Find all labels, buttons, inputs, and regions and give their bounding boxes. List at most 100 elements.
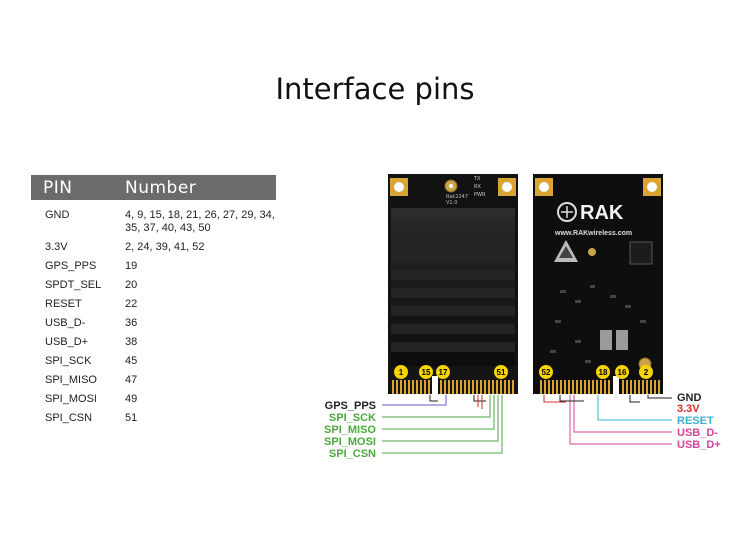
wire-gnd-front-b xyxy=(473,395,486,402)
back-logo-text: RAK xyxy=(580,202,624,224)
wire-33v xyxy=(543,395,566,403)
pin-name: SPDT_SEL xyxy=(45,279,102,291)
front-edge-connector xyxy=(392,380,514,394)
pin-numbers: 4, 9, 15, 18, 21, 26, 27, 29, 34, 35, 37… xyxy=(125,209,275,234)
table-row: SPI_MISO 47 xyxy=(31,374,276,387)
pin-numbers: 19 xyxy=(125,260,138,272)
pin-table-header: PIN Number xyxy=(31,175,276,200)
pin-name: SPI_SCK xyxy=(45,355,92,367)
pin-marker-16: 16 xyxy=(618,368,627,377)
rak-logo-mark xyxy=(561,206,573,218)
back-pcb xyxy=(533,174,663,394)
pin-name: GPS_PPS xyxy=(45,260,97,272)
right-signal-labels: GND 3.3V RESET USB_D- USB_D+ xyxy=(677,392,721,451)
label-gnd: GND xyxy=(677,392,702,404)
wire-gnd-back-a xyxy=(559,395,584,402)
back-label-block xyxy=(629,241,653,265)
pin-numbers: 47 xyxy=(125,374,138,386)
back-mount-hole-left-inner xyxy=(539,182,549,192)
wire-reset xyxy=(597,395,672,421)
pin-marker-1: 1 xyxy=(399,368,404,377)
pin-numbers: 36 xyxy=(125,317,138,329)
label-spi-miso: SPI_MISO xyxy=(324,424,376,436)
table-row: SPI_SCK 45 xyxy=(31,355,276,368)
label-reset: RESET xyxy=(677,415,714,427)
back-mount-hole-right-inner xyxy=(647,182,657,192)
warning-triangle-inner xyxy=(559,246,573,258)
left-wires xyxy=(382,395,503,454)
front-mount-hole-right-inner xyxy=(502,182,512,192)
heatsink xyxy=(391,208,515,366)
crystal-component xyxy=(600,330,612,350)
pin-marker-17: 17 xyxy=(439,368,448,377)
smd-components xyxy=(550,285,646,363)
left-signal-labels: GPS_PPS SPI_SCK SPI_MISO SPI_MOSI SPI_CS… xyxy=(324,400,376,460)
back-test-pad xyxy=(588,248,596,256)
pin-numbers: 2, 24, 39, 41, 52 xyxy=(125,241,205,253)
pin-name: SPI_MOSI xyxy=(45,393,97,405)
table-row: SPDT_SEL 20 xyxy=(31,279,276,292)
pin-numbers: 20 xyxy=(125,279,138,291)
pin-table: PIN Number GND 4, 9, 15, 18, 21, 26, 27,… xyxy=(31,175,276,425)
module-back: RAK www.RAKwireless.com xyxy=(533,174,663,396)
led-label-rx: RX xyxy=(474,184,481,190)
back-notch xyxy=(613,376,619,396)
rak-logo-icon xyxy=(557,202,577,222)
wire-spi-csn xyxy=(382,395,503,454)
pin-numbers: 51 xyxy=(125,412,138,424)
pin-numbers: 45 xyxy=(125,355,138,367)
pin-name: 3.3V xyxy=(45,241,68,253)
header-number: Number xyxy=(125,177,197,198)
wire-usb-dp xyxy=(569,395,672,445)
page-title: Interface pins xyxy=(275,72,475,106)
pin-name: USB_D- xyxy=(45,317,86,329)
right-wires xyxy=(543,395,672,445)
chip-label: Rak2247 xyxy=(446,194,468,200)
pin-marker-15: 15 xyxy=(422,368,431,377)
pin-marker-18: 18 xyxy=(599,368,608,377)
pin-marker-52: 52 xyxy=(542,368,551,377)
label-usb-dp: USB_D+ xyxy=(677,439,721,451)
version-label: V1.0 xyxy=(446,200,457,206)
table-row: SPI_CSN 51 xyxy=(31,412,276,425)
back-edge-connector xyxy=(540,380,660,394)
pin-marker-51: 51 xyxy=(497,368,506,377)
label-33v: 3.3V xyxy=(677,403,700,415)
module-front: TX RX PWR Rak2247 V1.0 xyxy=(388,174,518,396)
table-row: USB_D+ 38 xyxy=(31,336,276,349)
wire-usb-dm xyxy=(573,395,672,433)
table-row: 3.3V 2, 24, 39, 41, 52 xyxy=(31,241,276,254)
label-spi-sck: SPI_SCK xyxy=(329,412,376,424)
label-spi-csn: SPI_CSN xyxy=(329,448,376,460)
table-row: RESET 22 xyxy=(31,298,276,311)
pin-name: USB_D+ xyxy=(45,336,89,348)
pin-numbers: 38 xyxy=(125,336,138,348)
pin-marker-2: 2 xyxy=(644,368,649,377)
wire-gps-pps xyxy=(382,395,447,406)
header-pin: PIN xyxy=(43,177,73,198)
wire-gnd xyxy=(647,395,672,399)
led-label-pwr: PWR xyxy=(474,192,486,198)
table-row: GPS_PPS 19 xyxy=(31,260,276,273)
table-row: SPI_MOSI 49 xyxy=(31,393,276,406)
pin-name: SPI_MISO xyxy=(45,374,97,386)
table-row: GND 4, 9, 15, 18, 21, 26, 27, 29, 34, 35… xyxy=(31,209,276,235)
front-notch xyxy=(432,376,438,396)
back-url-text: www.RAKwireless.com xyxy=(554,230,632,237)
label-gps-pps: GPS_PPS xyxy=(325,400,376,412)
wire-spi-sck xyxy=(382,395,491,418)
wire-spi-miso xyxy=(382,395,495,430)
front-mount-hole-left-inner xyxy=(394,182,404,192)
pin-name: GND xyxy=(45,209,70,221)
led-label-tx: TX xyxy=(473,176,481,182)
pin-numbers: 22 xyxy=(125,298,138,310)
table-row: USB_D- 36 xyxy=(31,317,276,330)
label-spi-mosi: SPI_MOSI xyxy=(324,436,376,448)
wire-gnd-front-a xyxy=(429,395,438,402)
wire-gnd-back-b xyxy=(629,395,640,403)
label-usb-dm: USB_D- xyxy=(677,427,718,439)
crystal-component xyxy=(616,330,628,350)
pin-numbers: 49 xyxy=(125,393,138,405)
pin-name: SPI_CSN xyxy=(45,412,93,424)
